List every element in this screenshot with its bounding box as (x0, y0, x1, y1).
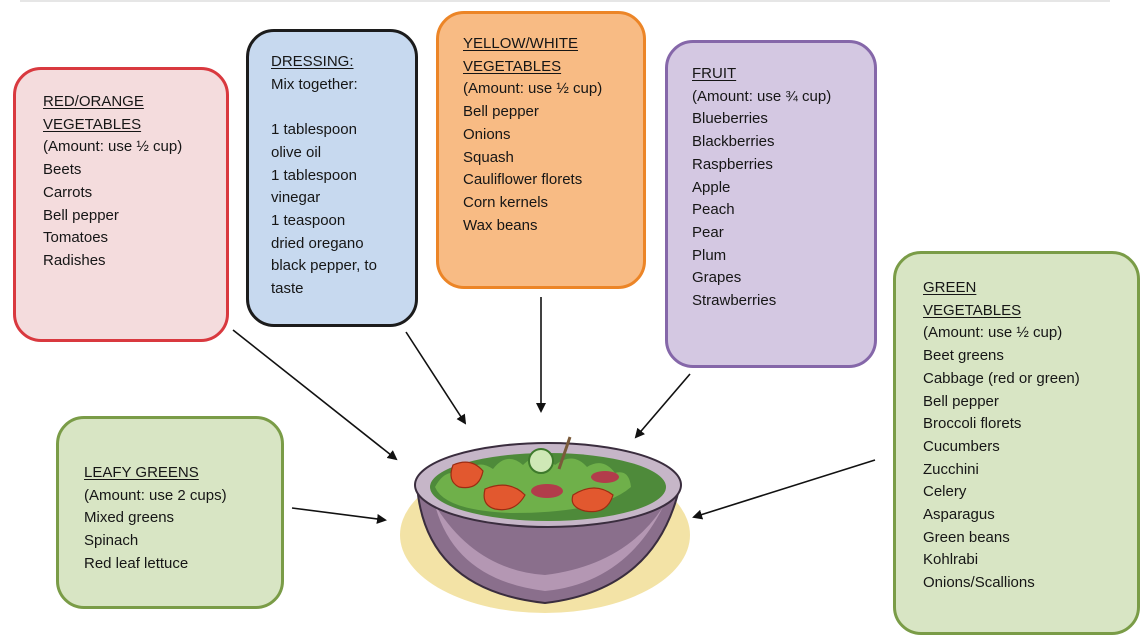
list-item: Strawberries (692, 292, 777, 310)
red-orange-list: Beets Carrots Bell pepper Tomatoes Radis… (43, 159, 226, 273)
list-item: olive oil (271, 143, 322, 161)
list-item: Broccoli florets (923, 415, 1022, 433)
green-list: Beet greens Cabbage (red or green) Bell … (923, 345, 1137, 595)
salad-tomato-3 (571, 487, 614, 513)
yellow-white-vegetables-box: YELLOW/WHITE VEGETABLES (Amount: use ½ c… (436, 11, 646, 289)
dressing-spacer (271, 96, 415, 119)
leafy-list: Mixed greens Spinach Red leaf lettuce (84, 507, 281, 575)
list-item: Carrots (43, 183, 93, 201)
list-item: Celery (923, 483, 967, 501)
green-title-line-1: GREEN (923, 279, 977, 296)
yellow-white-amount: (Amount: use ½ cup) (463, 80, 603, 98)
list-item: Beets (43, 161, 82, 179)
list-item: Cauliflower florets (463, 171, 583, 189)
list-item: Cucumbers (923, 437, 1000, 455)
list-item: vinegar (271, 189, 321, 207)
dressing-title: DRESSING: (271, 53, 354, 70)
list-item: Peach (692, 201, 735, 219)
list-item: Bell pepper (43, 206, 119, 224)
arrow-leafy (291, 507, 387, 524)
salad-fork (557, 436, 572, 470)
list-item: Tomatoes (43, 229, 109, 247)
list-item: Grapes (692, 269, 742, 287)
green-amount: (Amount: use ½ cup) (923, 324, 1063, 342)
salad-bowl-shade (435, 505, 663, 591)
red-orange-title-line-2: VEGETABLES (43, 115, 142, 133)
list-item: Plum (692, 246, 727, 264)
yellow-white-list: Bell pepper Onions Squash Cauliflower fl… (463, 101, 643, 237)
dressing-box: DRESSING: Mix together: 1 tablespoon oli… (246, 29, 418, 327)
dressing-intro: Mix together: (271, 75, 358, 93)
list-item: Zucchini (923, 460, 979, 478)
list-item: Bell pepper (463, 103, 539, 121)
list-item: Beet greens (923, 347, 1004, 365)
list-item: Green beans (923, 528, 1010, 546)
list-item: Squash (463, 148, 514, 166)
yellow-white-title-line-2: VEGETABLES (463, 57, 562, 75)
list-item: Apple (692, 178, 731, 196)
fruit-list: Blueberries Blackberries Raspberries App… (692, 108, 874, 312)
green-vegetables-box: GREEN VEGETABLES (Amount: use ½ cup) Bee… (893, 251, 1140, 635)
leafy-title: LEAFY GREENS (84, 464, 199, 481)
fruit-box: FRUIT (Amount: use ¾ cup) Blueberries Bl… (665, 40, 877, 368)
list-item: 1 tablespoon (271, 121, 357, 139)
leafy-amount: (Amount: use 2 cups) (84, 486, 227, 504)
red-orange-vegetables-box: RED/ORANGE VEGETABLES (Amount: use ½ cup… (13, 67, 229, 342)
list-item: Blueberries (692, 110, 768, 128)
dressing-list: 1 tablespoon olive oil 1 tablespoon vine… (271, 119, 415, 301)
red-orange-amount: (Amount: use ½ cup) (43, 138, 183, 156)
yellow-white-title-line-1: YELLOW/WHITE (463, 35, 579, 52)
list-item: black pepper, to (271, 257, 377, 275)
top-rule (20, 0, 1110, 2)
fruit-amount: (Amount: use ¾ cup) (692, 87, 832, 105)
list-item: Pear (692, 223, 724, 241)
arrow-green (692, 459, 876, 520)
arrow-dressing (405, 331, 467, 425)
list-item: Onions (463, 125, 511, 143)
list-item: taste (271, 280, 304, 298)
salad-bowl-icon (400, 436, 690, 613)
fruit-title: FRUIT (692, 65, 737, 82)
list-item: Blackberries (692, 133, 775, 151)
list-item: 1 tablespoon (271, 166, 357, 184)
list-item: Bell pepper (923, 392, 999, 410)
list-item: Corn kernels (463, 193, 549, 211)
list-item: Cabbage (red or green) (923, 369, 1080, 387)
leafy-greens-box: LEAFY GREENS (Amount: use 2 cups) Mixed … (56, 416, 284, 609)
list-item: Spinach (84, 532, 139, 550)
salad-beet-1 (531, 484, 563, 498)
list-item: 1 teaspoon (271, 211, 346, 229)
list-item: Onions/Scallions (923, 574, 1035, 592)
salad-cucumber (528, 448, 554, 474)
salad-beet-2 (591, 471, 619, 483)
salad-tomato-2 (483, 484, 526, 511)
list-item: Asparagus (923, 506, 995, 524)
list-item: dried oregano (271, 234, 364, 252)
list-item: Raspberries (692, 155, 773, 173)
salad-tomato-1 (450, 461, 484, 489)
list-item: Red leaf lettuce (84, 554, 189, 572)
red-orange-title-line-1: RED/ORANGE (43, 93, 144, 110)
list-item: Mixed greens (84, 509, 175, 527)
list-item: Kohlrabi (923, 551, 979, 569)
green-title-line-2: VEGETABLES (923, 301, 1022, 319)
list-item: Radishes (43, 251, 106, 269)
list-item: Wax beans (463, 216, 538, 234)
